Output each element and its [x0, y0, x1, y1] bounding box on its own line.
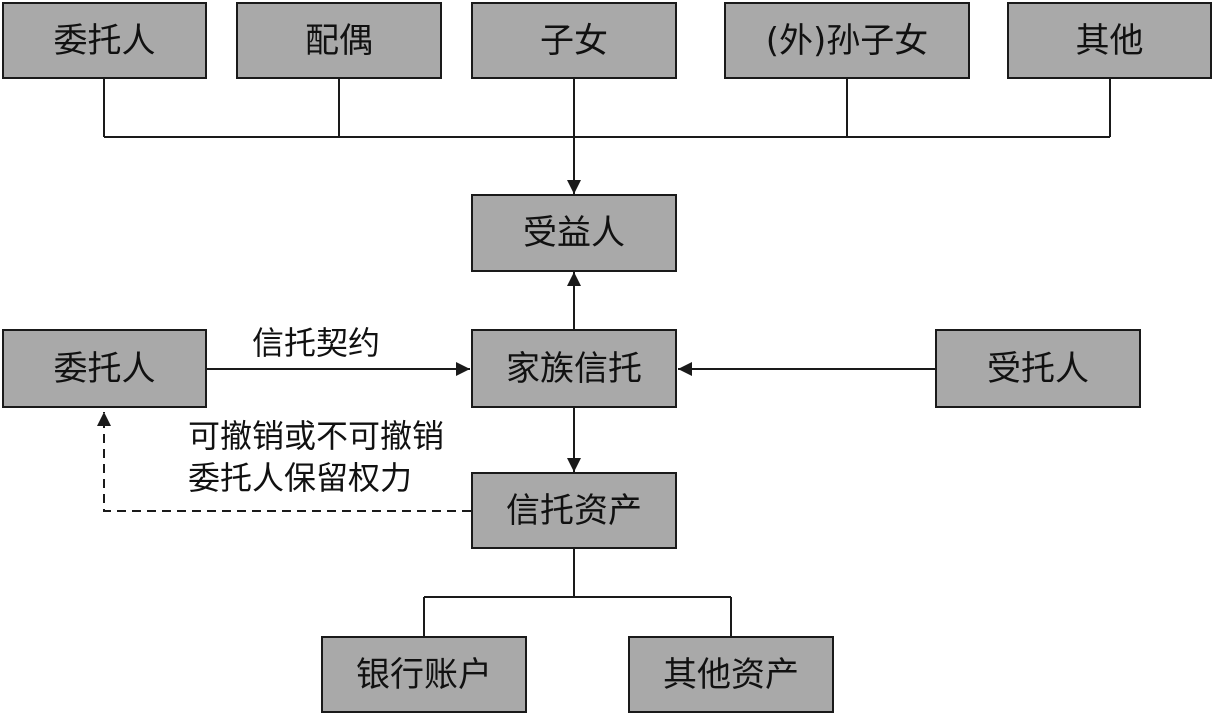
trustee-label: 受托人 [987, 348, 1089, 389]
trust-contract-label: 信托契约 [252, 324, 381, 362]
settlor-source-box: 委托人 [2, 2, 207, 79]
grandchildren-label: (外)孙子女 [765, 20, 929, 61]
other-assets-box: 其他资产 [628, 636, 834, 713]
other-assets-label: 其他资产 [663, 654, 799, 695]
bank-account-box: 银行账户 [321, 636, 527, 713]
family-trust-box: 家族信托 [471, 329, 677, 408]
other-beneficiary-label: 其他 [1075, 20, 1144, 61]
trust-assets-label: 信托资产 [506, 490, 642, 531]
dashed-reserved-power-line [97, 412, 471, 512]
settlor-label: 委托人 [53, 348, 156, 389]
spouse-box: 配偶 [236, 2, 442, 79]
trustee-box: 受托人 [935, 329, 1141, 408]
settlor-box: 委托人 [2, 329, 207, 408]
children-label: 子女 [540, 20, 608, 61]
spouse-label: 配偶 [305, 20, 373, 61]
other-beneficiary-box: 其他 [1007, 2, 1212, 79]
bank-account-label: 银行账户 [356, 654, 492, 695]
top-bus [103, 79, 1111, 138]
family-trust-label: 家族信托 [506, 348, 642, 389]
grandchildren-box: (外)孙子女 [724, 2, 970, 79]
revocable-label: 可撤销或不可撤销 [188, 417, 445, 455]
beneficiary-box: 受益人 [471, 194, 677, 272]
beneficiary-label: 受益人 [523, 213, 625, 253]
bottom-bus [423, 549, 732, 636]
trust-assets-box: 信托资产 [471, 472, 677, 549]
children-box: 子女 [471, 2, 677, 79]
reserved-power-label: 委托人保留权力 [188, 459, 413, 497]
settlor-source-label: 委托人 [53, 20, 156, 61]
